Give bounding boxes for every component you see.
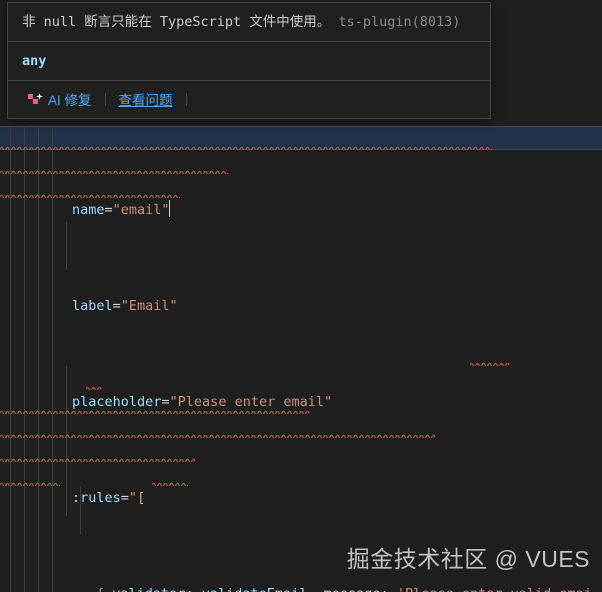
token-punctuation: = [112,298,121,314]
diagnostic-code: ts-plugin(8013) [338,14,461,30]
code-line[interactable]: placeholder="Please enter email" [0,390,602,414]
token-attribute: label [72,298,113,314]
view-problem-action[interactable]: 查看问题 [118,93,173,108]
code-line[interactable]: :rules="[ [0,486,602,510]
token-string: "email" [112,202,170,218]
token-plain: , [307,586,323,592]
token-brace: { [96,586,104,592]
token-string: " [128,490,138,506]
diagnostic-message-row: 非 null 断言只能在 TypeScript 文件中使用。 ts-plugin… [8,3,490,41]
code-line[interactable]: { validator: validateEmail, message: 'Pl… [0,582,602,592]
current-line-highlight [0,126,602,150]
token-string: 'Please enter valid emai [397,586,592,592]
tooltip-action-bar: AI 修复 查看问题 [8,81,490,118]
token-bracket: [ [137,490,146,506]
token-attribute: :rules [72,490,121,506]
code-content[interactable]: name="email" label="Email" placeholder="… [0,126,602,592]
token-punctuation: = [120,490,129,506]
type-info-row: any [8,42,490,80]
token-attribute: name [72,202,105,218]
tooltip-divider-2 [8,80,490,81]
token-property: validator [112,586,185,592]
code-line[interactable]: label="Email" [0,294,602,318]
diagnostic-message: 非 null 断言只能在 TypeScript 文件中使用。 [22,14,331,30]
token-identifier: validateEmail [202,586,308,592]
action-separator-2 [185,92,187,106]
text-caret [168,200,171,217]
tooltip-divider-1 [8,41,490,42]
token-punctuation: = [161,394,170,410]
ai-fix-label: AI 修复 [48,93,92,108]
token-plain: : [381,586,397,592]
action-separator-1 [104,92,106,106]
token-string: "Please enter email" [169,394,333,410]
token-string: "Email" [120,298,178,314]
hover-diagnostic-tooltip: 非 null 断言只能在 TypeScript 文件中使用。 ts-plugin… [7,2,491,119]
ai-sparkle-icon [28,93,43,107]
token-property: message [324,586,381,592]
type-info: any [22,53,47,69]
token-attribute: placeholder [72,394,162,410]
token-plain: : [185,586,201,592]
token-punctuation: = [104,202,113,218]
ai-fix-action[interactable]: AI 修复 [28,89,92,109]
code-line[interactable]: name="email" [0,198,602,222]
